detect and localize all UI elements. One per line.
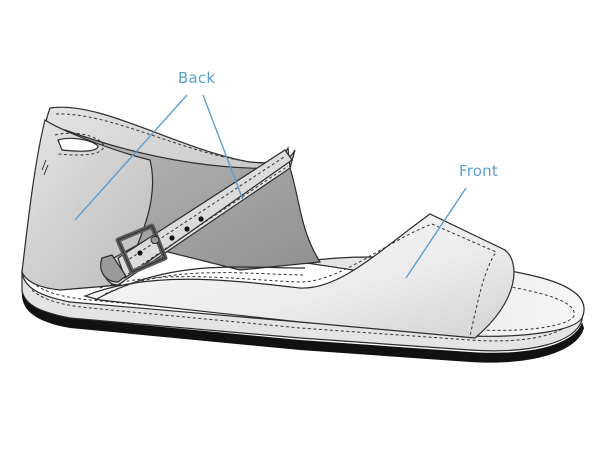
strap-hole [169,235,175,241]
buckle [100,223,168,283]
label-back: Back [178,69,216,87]
leader-line-back-strap [202,94,244,201]
vamp [83,213,515,339]
label-front: Front [459,162,498,180]
heel-pull-hole [57,137,99,152]
strap-hole [184,226,190,232]
outsole [21,290,584,363]
leader-line-back-heel [74,94,188,221]
strap-hole [198,216,204,222]
leader-line-front-vamp [405,187,467,279]
